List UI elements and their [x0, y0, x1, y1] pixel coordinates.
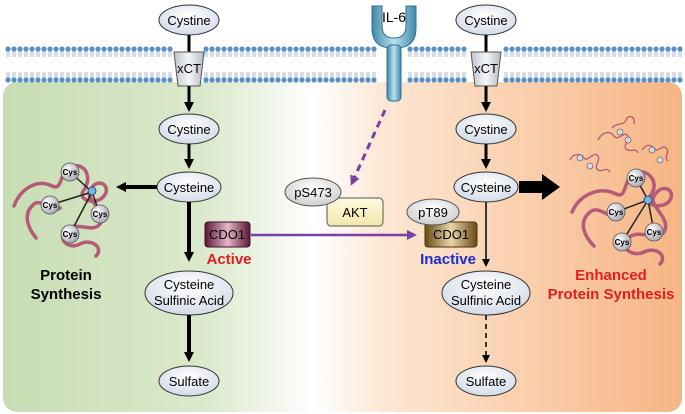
cell-background [3, 82, 682, 412]
right-cys-4: Cys [615, 238, 630, 247]
left-sulfate: Sulfate [169, 374, 209, 389]
left-cysteine: Cysteine [164, 180, 215, 195]
right-cys-2: Cys [609, 208, 624, 217]
right-cys-1: Cys [629, 174, 644, 183]
pt89-label: pT89 [418, 205, 448, 220]
left-pathway: Cystine xCT Cystine Cysteine CDO1 Active… [31, 4, 252, 397]
center-signaling: AKT pS473 [251, 109, 417, 240]
cell-membrane [5, 46, 683, 83]
right-protein-illustration: Cys Cys Cys Cys [570, 168, 674, 266]
right-enhanced-line1: Enhanced [575, 267, 647, 284]
right-xct-label: xCT [474, 61, 498, 76]
right-top-cystine: Cystine [464, 13, 507, 28]
left-cys-1: Cys [63, 168, 78, 177]
left-cys-3: Cys [93, 210, 108, 219]
right-cystine: Cystine [464, 122, 507, 137]
left-cdo1: CDO1 [209, 227, 245, 242]
right-cdo1: CDO1 [433, 227, 469, 242]
left-active-label: Active [206, 251, 251, 268]
right-inactive-label: Inactive [420, 251, 476, 268]
right-sulfinic-line1: Cysteine [461, 277, 512, 292]
left-sulfinic-line1: Cysteine [164, 277, 215, 292]
right-cys-3: Cys [647, 228, 662, 237]
left-protein-illustration: Cys Cys Cys Cys [12, 162, 110, 258]
right-sulfinic-line2: Sulfinic Acid [451, 293, 521, 308]
left-cys-4: Cys [63, 230, 78, 239]
left-xct-label: xCT [177, 61, 201, 76]
right-pathway: Cystine xCT Cystine Cysteine CDO1 pT89 I… [406, 4, 675, 397]
right-small-proteins [569, 115, 669, 173]
right-sulfate: Sulfate [466, 374, 506, 389]
left-sulfinic-line2: Sulfinic Acid [154, 293, 224, 308]
ps473-label: pS473 [294, 185, 332, 200]
left-protein-line1: Protein [40, 267, 92, 284]
akt-label: AKT [342, 205, 367, 220]
il6-receptor: IL-6 [371, 5, 417, 102]
right-cysteine: Cysteine [461, 180, 512, 195]
left-cys-2: Cys [43, 201, 58, 210]
il6-label: IL-6 [382, 9, 406, 25]
left-cystine: Cystine [167, 122, 210, 137]
left-protein-line2: Synthesis [31, 286, 102, 303]
left-top-cystine: Cystine [167, 13, 210, 28]
right-enhanced-line2: Protein Synthesis [548, 286, 675, 303]
